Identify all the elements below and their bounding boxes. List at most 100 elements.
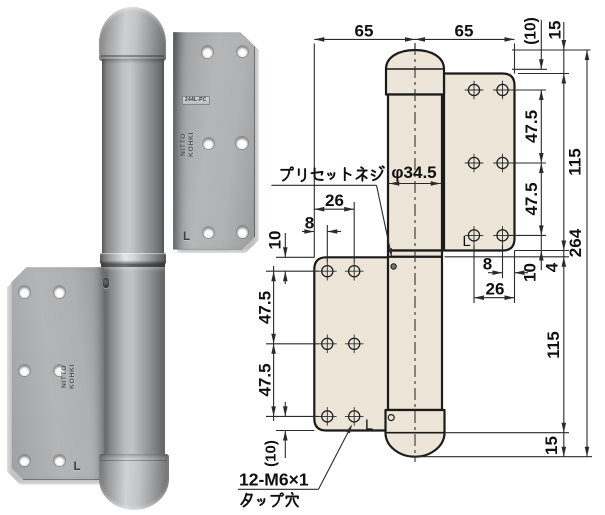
dim-text-diameter-value: φ34.5 [391, 163, 436, 182]
dim-arrow [504, 295, 515, 300]
dim-arrow [504, 37, 515, 42]
photo-hole-lower-6 [53, 455, 65, 467]
dim-text-left-paren10-value: (10) [263, 440, 280, 467]
dim-arrow [584, 446, 590, 457]
dim-arrow [539, 90, 544, 100]
label-preset-screw-stroke [372, 169, 384, 182]
dim-text-top-15: 15 [546, 21, 565, 40]
dim-text-left-10-value: 10 [266, 231, 285, 250]
photo-collar [99, 252, 166, 264]
photo-preset-screw [102, 277, 110, 288]
label-preset-screw-stroke [360, 166, 365, 170]
dim-text-right-115-upper: 115 [566, 148, 585, 175]
photo-hole-upper-5 [203, 226, 215, 239]
dim-text-top-paren10-value: (10) [523, 17, 540, 45]
drawing-preset-screw [390, 263, 397, 270]
label-preset-screw-stroke [343, 171, 352, 176]
dim-text-right-8-value: 8 [483, 255, 492, 274]
label-tap-hole-stroke [259, 498, 266, 506]
photo-hole-upper-2 [236, 45, 248, 58]
label-tap-hole-stroke [244, 498, 250, 503]
dim-text-left-8: 8 [305, 214, 314, 233]
label-preset-screw-stroke [310, 170, 324, 176]
dim-arrow [283, 247, 288, 258]
leader-tap-arrow [346, 424, 353, 434]
dim-text-left-10: 10 [266, 231, 285, 250]
photo-hole-upper-3 [203, 137, 215, 150]
dim-arrow [539, 163, 544, 173]
dim-arrow [314, 37, 325, 42]
photo-hole-lower-1 [19, 286, 31, 298]
dim-arrow [539, 225, 544, 236]
label-preset-screw-stroke [355, 169, 366, 180]
leader-preset-line [375, 185, 392, 253]
dim-text-diameter: φ34.5 [391, 163, 436, 182]
photo-hole-lower-4 [53, 365, 65, 377]
dim-arrow [474, 295, 484, 300]
dim-text-right-8: 8 [483, 255, 492, 274]
dim-text-left-475-lower-value: 47.5 [256, 363, 275, 396]
dim-arrow [539, 59, 544, 70]
dim-text-right-475-upper: 47.5 [522, 110, 541, 143]
dim-text-bottom-15: 15 [542, 436, 561, 455]
photo-hand-mark-upper: L [183, 231, 190, 243]
label-tap-hole-stroke [242, 493, 253, 508]
photo-hole-lower-5 [19, 455, 31, 467]
photo-hole-upper-4 [236, 137, 248, 149]
photo-joint-gap [101, 263, 165, 268]
label-tap-hole-stroke [292, 497, 299, 508]
dim-arrow [344, 206, 355, 212]
dim-arrow [314, 206, 325, 212]
label-preset-screw-stroke [378, 166, 383, 170]
dim-text-right-10: 10 [521, 263, 540, 282]
dim-arrow [584, 50, 590, 60]
dim-text-top-left-65-value: 65 [355, 22, 374, 41]
label-tap-hole [240, 491, 299, 508]
dim-text-264-value: 264 [566, 228, 585, 257]
photo-hand-mark-lower: L [74, 461, 81, 473]
dim-arrow [389, 181, 400, 186]
label-preset-screw-stroke [361, 174, 368, 180]
photo-top-cap-groove [101, 54, 164, 57]
dim-arrow [561, 73, 567, 84]
dim-text-right-26: 26 [486, 280, 505, 299]
dim-arrow [514, 270, 525, 275]
label-preset-screw-stroke [280, 168, 291, 182]
dim-text-right-115-lower-value: 115 [544, 331, 563, 358]
dim-arrow [561, 240, 567, 251]
dim-text-264: 264 [566, 228, 585, 257]
label-preset-screw [280, 165, 385, 183]
dim-arrow [415, 37, 425, 42]
dim-arrow [561, 422, 567, 433]
dim-arrow [304, 229, 315, 234]
dim-arrow [271, 343, 276, 354]
dim-text-right-115-upper-value: 115 [566, 148, 585, 175]
dim-text-right-475-lower-value: 47.5 [522, 182, 541, 215]
dim-text-left-paren10: (10) [263, 440, 280, 467]
label-preset-screw-stroke [300, 167, 307, 183]
label-preset-screw-stroke [313, 167, 324, 181]
dim-text-left-26: 26 [325, 191, 344, 210]
dim-arrow [283, 271, 288, 282]
dim-text-left-475-upper-value: 47.5 [256, 291, 275, 324]
dim-arrow [271, 333, 276, 344]
dim-text-right-475-lower: 47.5 [522, 182, 541, 215]
dim-text-left-475-upper: 47.5 [256, 291, 275, 324]
dim-arrow [492, 270, 503, 275]
label-hand-left-leaf-value: L [365, 418, 373, 434]
dim-text-right-26-value: 26 [486, 280, 505, 299]
photo-hole-lower-3 [19, 365, 31, 377]
dim-text-top-right-65-value: 65 [455, 22, 474, 41]
dim-arrow [327, 229, 338, 234]
photo-hand-mark-lower-text: L [73, 461, 81, 473]
dim-arrow [283, 430, 288, 441]
drawing-cap-screw-hole [387, 414, 395, 422]
dim-text-bottom-15-value: 15 [542, 436, 561, 455]
label-preset-screw-stroke [329, 172, 336, 180]
label-preset-screw-stroke [327, 172, 330, 177]
label-tap-hole-stroke [270, 494, 281, 508]
dim-text-top-right-65: 65 [455, 22, 474, 41]
label-preset-screw-stroke [329, 172, 333, 176]
